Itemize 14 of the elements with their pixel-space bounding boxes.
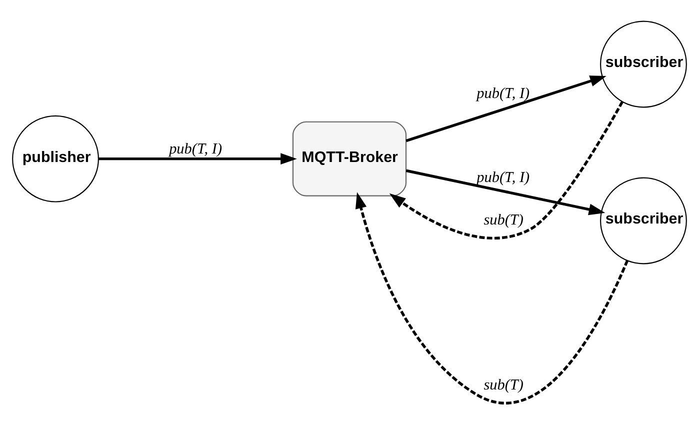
edge-label: sub(T) xyxy=(484,210,524,228)
arrow xyxy=(406,168,606,215)
edge-label: pub(T, I) xyxy=(169,140,222,158)
arrow xyxy=(389,100,624,239)
node-circle: subscriber xyxy=(600,20,687,108)
arrow xyxy=(98,152,297,164)
edge-label: pub(T, I) xyxy=(476,168,530,186)
arrow xyxy=(406,75,606,142)
arrow xyxy=(355,192,629,404)
node-box: MQTT-Broker xyxy=(292,120,407,196)
node-circle: publisher xyxy=(12,114,99,202)
edge-label: pub(T, I) xyxy=(476,84,530,102)
edge-label: sub(T) xyxy=(484,376,524,393)
node-circle: subscriber xyxy=(600,176,687,264)
